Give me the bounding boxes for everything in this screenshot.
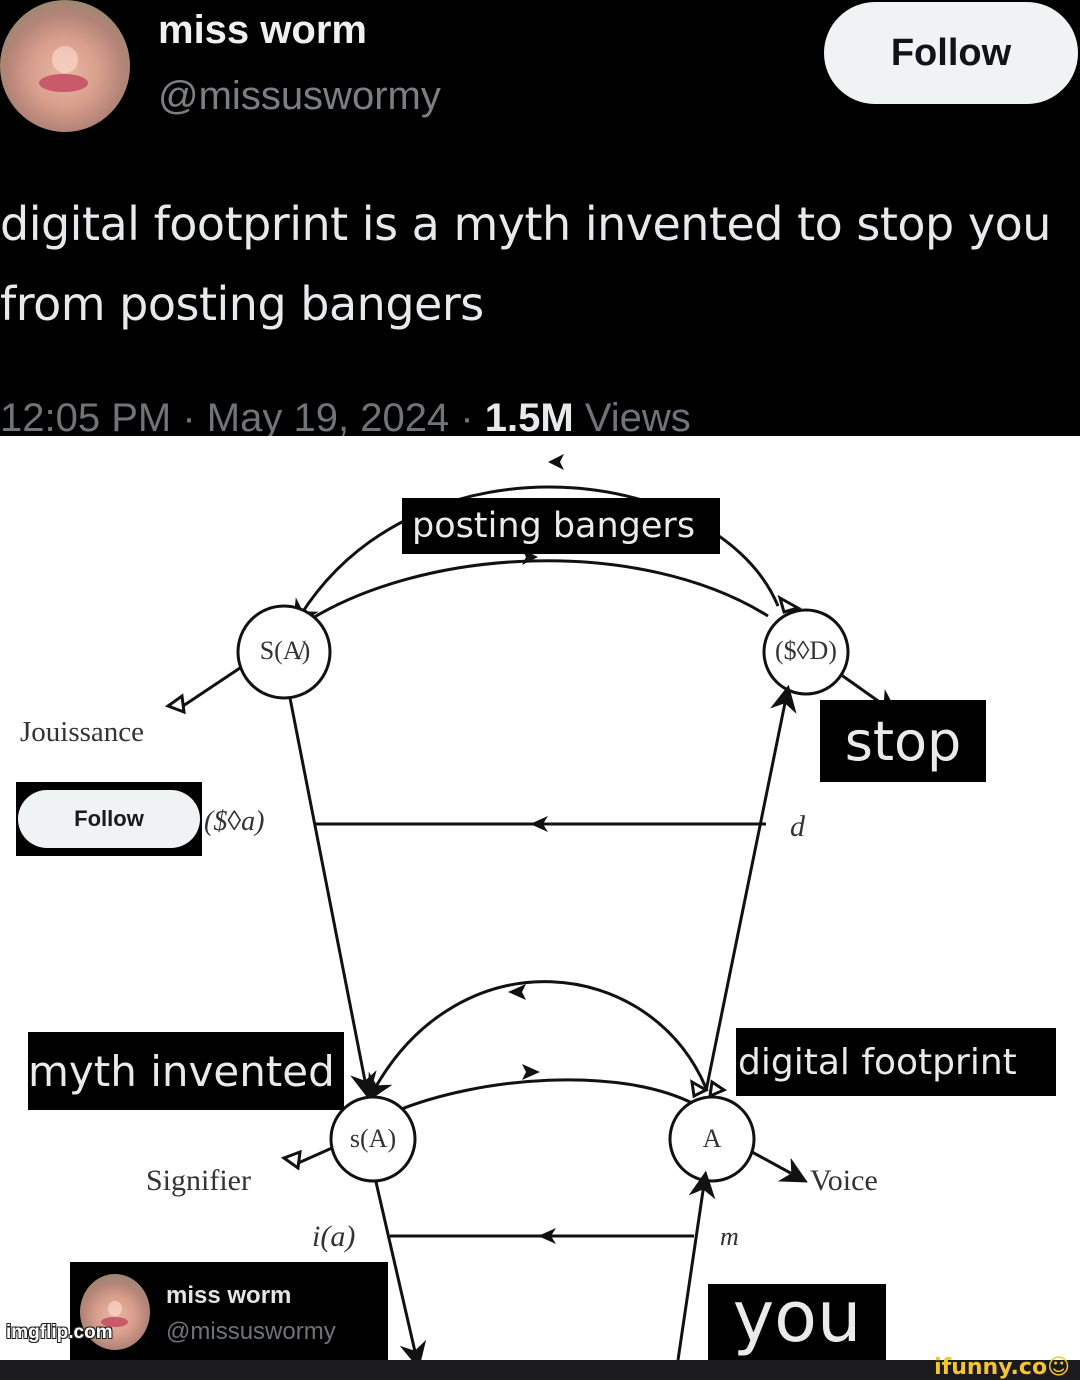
mini-author-handle[interactable]: @missuswormy <box>166 1318 336 1345</box>
ifunny-watermark: ifunny.co☺ <box>934 1356 1070 1380</box>
author-avatar[interactable] <box>0 0 130 132</box>
ifunny-footer-bar: ifunny.co☺ <box>0 1356 1080 1380</box>
mini-author-avatar[interactable] <box>80 1274 150 1350</box>
tweet-text: digital footprint is a myth invented to … <box>0 197 1051 331</box>
tweet-header: miss worm @missuswormy Follow digital fo… <box>0 0 1080 436</box>
caption-digital-footprint: digital footprint <box>736 1028 1056 1096</box>
avatar-face-detail <box>52 46 78 73</box>
label-desire: d <box>790 810 805 843</box>
label-jouissance: Jouissance <box>20 716 145 748</box>
node-label-signified: s(A) <box>349 1124 397 1153</box>
mini-author-card: miss worm @missuswormy <box>70 1262 388 1360</box>
label-voice: Voice <box>810 1164 878 1197</box>
imgflip-watermark: imgflip.com <box>6 1322 113 1343</box>
node-label-drive: ($◊D) <box>775 636 837 665</box>
meta-separator: · <box>182 396 196 436</box>
label-signifier: Signifier <box>146 1164 251 1197</box>
follow-button[interactable]: Follow <box>824 2 1078 104</box>
caption-posting-bangers: posting bangers <box>402 498 720 554</box>
avatar-face-detail <box>101 1316 128 1328</box>
ifunny-logo-text: ifunny.co <box>934 1355 1048 1380</box>
node-label-barred-other-signifier: S(A̸) <box>259 636 311 665</box>
author-display-name[interactable]: miss worm <box>158 8 367 52</box>
label-fantasy: ($◊a) <box>204 806 265 837</box>
tweet-date[interactable]: May 19, 2024 <box>206 396 450 436</box>
tweet-meta: 12:05 PM · May 19, 2024 · 1.5M Views <box>0 396 691 436</box>
caption-stop: stop <box>820 700 986 782</box>
tweet-time[interactable]: 12:05 PM <box>0 396 172 436</box>
follow-button-pasted[interactable]: Follow <box>18 790 200 848</box>
caption-you: you <box>708 1284 886 1360</box>
smiley-icon: ☺ <box>1047 1355 1070 1380</box>
caption-myth-invented: myth invented <box>28 1032 344 1110</box>
mini-author-name[interactable]: miss worm <box>166 1282 292 1309</box>
avatar-face-detail <box>108 1300 122 1316</box>
diagram-lines <box>164 454 900 1360</box>
views-count: 1.5M <box>484 396 574 436</box>
label-ego: m <box>720 1222 739 1251</box>
views-label: Views <box>584 396 691 436</box>
author-handle[interactable]: @missuswormy <box>158 74 441 118</box>
meta-separator: · <box>460 396 474 436</box>
node-label-other: A <box>702 1124 722 1153</box>
avatar-face-detail <box>39 73 89 93</box>
label-ideal-ego: i(a) <box>312 1220 356 1253</box>
graph-of-desire-diagram: S(A̸) ($◊D) s(A) A Jouissance ($◊a) d Si… <box>0 436 1080 1360</box>
